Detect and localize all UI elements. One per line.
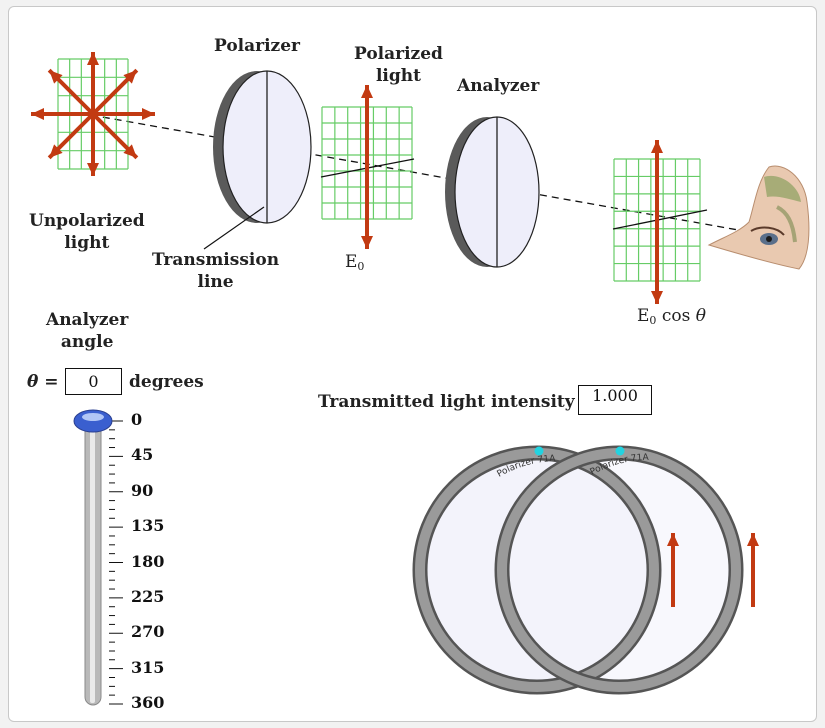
e0-cos-subscript: 0 [649, 314, 657, 327]
slider-tick-label: 225 [131, 586, 165, 606]
polarized-light-arrow [361, 85, 373, 249]
polarization-diagram: Polarizer 71A Polarizer 71A [31, 52, 810, 706]
unpolarized-arrow-head [49, 70, 63, 84]
unpolarized-arrow-head [123, 144, 137, 158]
left-ring-polarization-arrow [667, 533, 679, 607]
slider-tick-label: 270 [131, 622, 165, 642]
intensity-readout: 1.000 [578, 385, 652, 415]
polarized-light-line2: light [375, 66, 421, 86]
unpolarized-arrow-head [87, 52, 99, 65]
polarized-light-line1: Polarized [354, 44, 443, 64]
e0-symbol: E [345, 252, 358, 272]
analyzer-angle-slider[interactable] [73, 409, 123, 706]
optical-axis [90, 114, 790, 240]
transmitted-light-grid [612, 158, 708, 282]
slider-tick-label: 135 [131, 516, 165, 536]
transmitted-arrow-head [651, 291, 663, 304]
slider-tick-label: 180 [131, 551, 165, 571]
analyzer-label: Analyzer [457, 76, 540, 96]
slider-tick-label: 360 [131, 693, 165, 712]
analyzer-angle-title: Analyzer angle [46, 309, 128, 353]
unpolarized-arrow-head [49, 144, 63, 158]
unpolarized-line1: Unpolarized [29, 211, 145, 231]
transmission-pointer-line [203, 206, 265, 250]
unpolarized-arrow-head [87, 163, 99, 176]
unpolarized-light-arrows [31, 52, 155, 176]
transmitted-intensity-label: Transmitted light intensity [318, 392, 575, 412]
unpolarized-line2: light [64, 233, 110, 253]
e0-label: E0 [345, 251, 364, 278]
transmitted-light-arrow [651, 140, 663, 304]
polarizer-label: Polarizer [214, 36, 300, 56]
right-polarizer-ring-face [502, 453, 736, 687]
transmitted-axis-line [612, 209, 708, 230]
e0-cos-symbol: E [637, 306, 650, 326]
unpolarized-light-label: Unpolarized light [29, 210, 145, 254]
observer-eye-image [707, 165, 810, 270]
e0-cos-theta-label: E0 cos θ [637, 305, 706, 332]
slider-tick-label: 45 [131, 445, 154, 465]
analyzer-angle-title-line1: Analyzer [46, 310, 129, 330]
polarized-arrow-head [361, 85, 373, 98]
slider-tick-label: 315 [131, 657, 165, 677]
polarized-light-label: Polarized light [354, 43, 443, 87]
degrees-unit-label: degrees [129, 372, 204, 392]
slider-ticks [109, 420, 123, 705]
transmission-line-label: Transmission line [152, 249, 279, 293]
transmission-line1: Transmission [152, 250, 280, 270]
unpolarized-arrow-head [123, 70, 137, 84]
simulation-stage: Polarizer 71A Polarizer 71A Polarizer Po… [8, 6, 817, 722]
cos-text: cos [661, 306, 691, 326]
theta-equals-label: θ = [27, 372, 59, 392]
right-ring-marker [615, 446, 625, 456]
right-ring-polarization-arrow [747, 533, 759, 607]
polarized-arrow-head [361, 236, 373, 249]
right-ring-arrow-head [747, 533, 759, 546]
left-ring-marker [534, 446, 544, 456]
polarizer-disc [213, 70, 312, 224]
transmitted-arrow-head [651, 140, 663, 153]
polarizer-rings: Polarizer 71A Polarizer 71A [412, 445, 759, 695]
angle-input[interactable] [65, 368, 122, 395]
slider-tick-label: 90 [131, 480, 154, 500]
theta-symbol: θ [695, 306, 706, 326]
transmission-line2: line [197, 272, 234, 292]
analyzer-angle-title-line2: angle [60, 332, 114, 352]
e0-subscript: 0 [357, 260, 365, 273]
analyzer-disc [445, 116, 540, 268]
slider-knob-highlight [82, 413, 104, 421]
unpolarized-arrow-head [142, 108, 155, 120]
slider-tick-label: 0 [131, 410, 143, 429]
left-ring-arrow-head [667, 533, 679, 546]
unpolarized-arrow-head [31, 108, 44, 120]
